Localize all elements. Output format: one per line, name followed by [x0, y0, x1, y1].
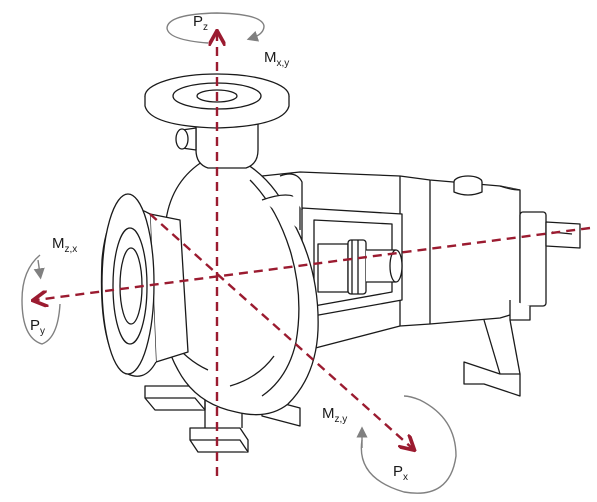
label-mzy: Mz,y	[322, 405, 347, 425]
label-pz: Pz	[193, 13, 208, 33]
moment-x-arc	[360, 395, 457, 494]
load-axes	[36, 34, 591, 476]
moment-y-arc	[21, 254, 61, 345]
volute-casing	[162, 156, 319, 416]
label-mxy: Mx,y	[264, 49, 289, 69]
y-axis-arrow	[36, 226, 591, 300]
label-py: Py	[30, 317, 45, 337]
suction-nozzle	[100, 193, 189, 377]
shaft-assembly	[317, 239, 403, 295]
label-mzx: Mz,x	[52, 235, 77, 255]
x-axis-arrow	[149, 213, 412, 448]
load-labels: Pz Mx,y Mz,x Py Mz,y Px	[30, 13, 408, 483]
moment-arrows	[21, 12, 457, 494]
pump-drawing	[100, 73, 581, 453]
moment-y-arrowhead	[33, 259, 45, 280]
label-px: Px	[393, 463, 408, 483]
moment-z-arc	[166, 12, 265, 44]
